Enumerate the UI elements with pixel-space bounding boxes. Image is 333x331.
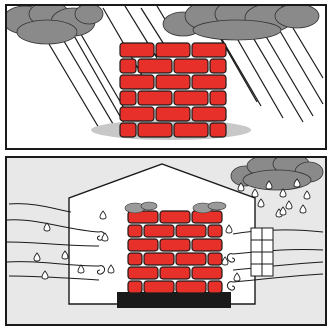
raindrop-icon [299,204,307,214]
brick [159,210,191,224]
brick [143,280,175,294]
raindrop-icon [99,210,107,220]
window-grid [250,227,274,277]
rain-cloud-icon [230,158,324,191]
brick [209,90,227,106]
brick [191,266,223,280]
brick [119,42,155,58]
raindrop-icon [61,250,69,260]
brick [127,266,159,280]
exposed-wall-panel [5,4,327,150]
brick [173,122,209,138]
brick [127,238,159,252]
brick [119,58,137,74]
brick [119,122,137,138]
brick [173,90,209,106]
brick [127,224,143,238]
brick [207,252,223,266]
raindrop-icon [293,178,301,188]
brick [119,106,155,122]
brick [191,238,223,252]
brick [173,58,209,74]
raindrop-icon [41,270,49,280]
rain-cloud-icon [7,6,104,45]
brick [127,252,143,266]
raindrop-icon [77,264,85,274]
brick [191,74,227,90]
brick [191,42,227,58]
brick [127,280,143,294]
brick [155,74,191,90]
brick [175,280,207,294]
brick [143,224,175,238]
brick [209,58,227,74]
foundation-slab [117,292,231,308]
brick [137,58,173,74]
brick [143,252,175,266]
raindrop-icon [225,224,233,234]
raindrop-icon [251,188,259,198]
brick-wall [127,210,223,294]
mold-patches [124,201,227,214]
raindrop-icon [33,252,41,262]
raindrop-icon [279,188,287,198]
brick-wall [119,42,227,138]
brick [207,280,223,294]
brick [207,224,223,238]
brick [155,106,191,122]
brick [159,238,191,252]
rain-cloud-icon [162,6,320,41]
raindrop-icon [265,180,273,190]
brick [159,266,191,280]
brick [191,106,227,122]
raindrop-icon [101,232,109,242]
raindrop-icon [33,178,311,282]
raindrop-icon [257,198,265,208]
raindrop-icon [221,256,229,266]
raindrop-icon [285,200,293,210]
brick [137,122,173,138]
brick [137,90,173,106]
brick [155,42,191,58]
raindrop-icon [107,264,115,274]
raindrop-icon [237,182,245,192]
indoor-wall-illustration [7,158,324,308]
brick [119,90,137,106]
exposed-wall-illustration [7,6,324,140]
raindrop-icon [233,272,241,282]
raindrop-icon [43,222,51,232]
indoor-wall-panel [5,156,327,326]
brick [119,74,155,90]
brick [209,122,227,138]
brick [175,224,207,238]
raindrop-icon [279,206,287,216]
raindrop-icon [303,190,311,200]
brick [175,252,207,266]
